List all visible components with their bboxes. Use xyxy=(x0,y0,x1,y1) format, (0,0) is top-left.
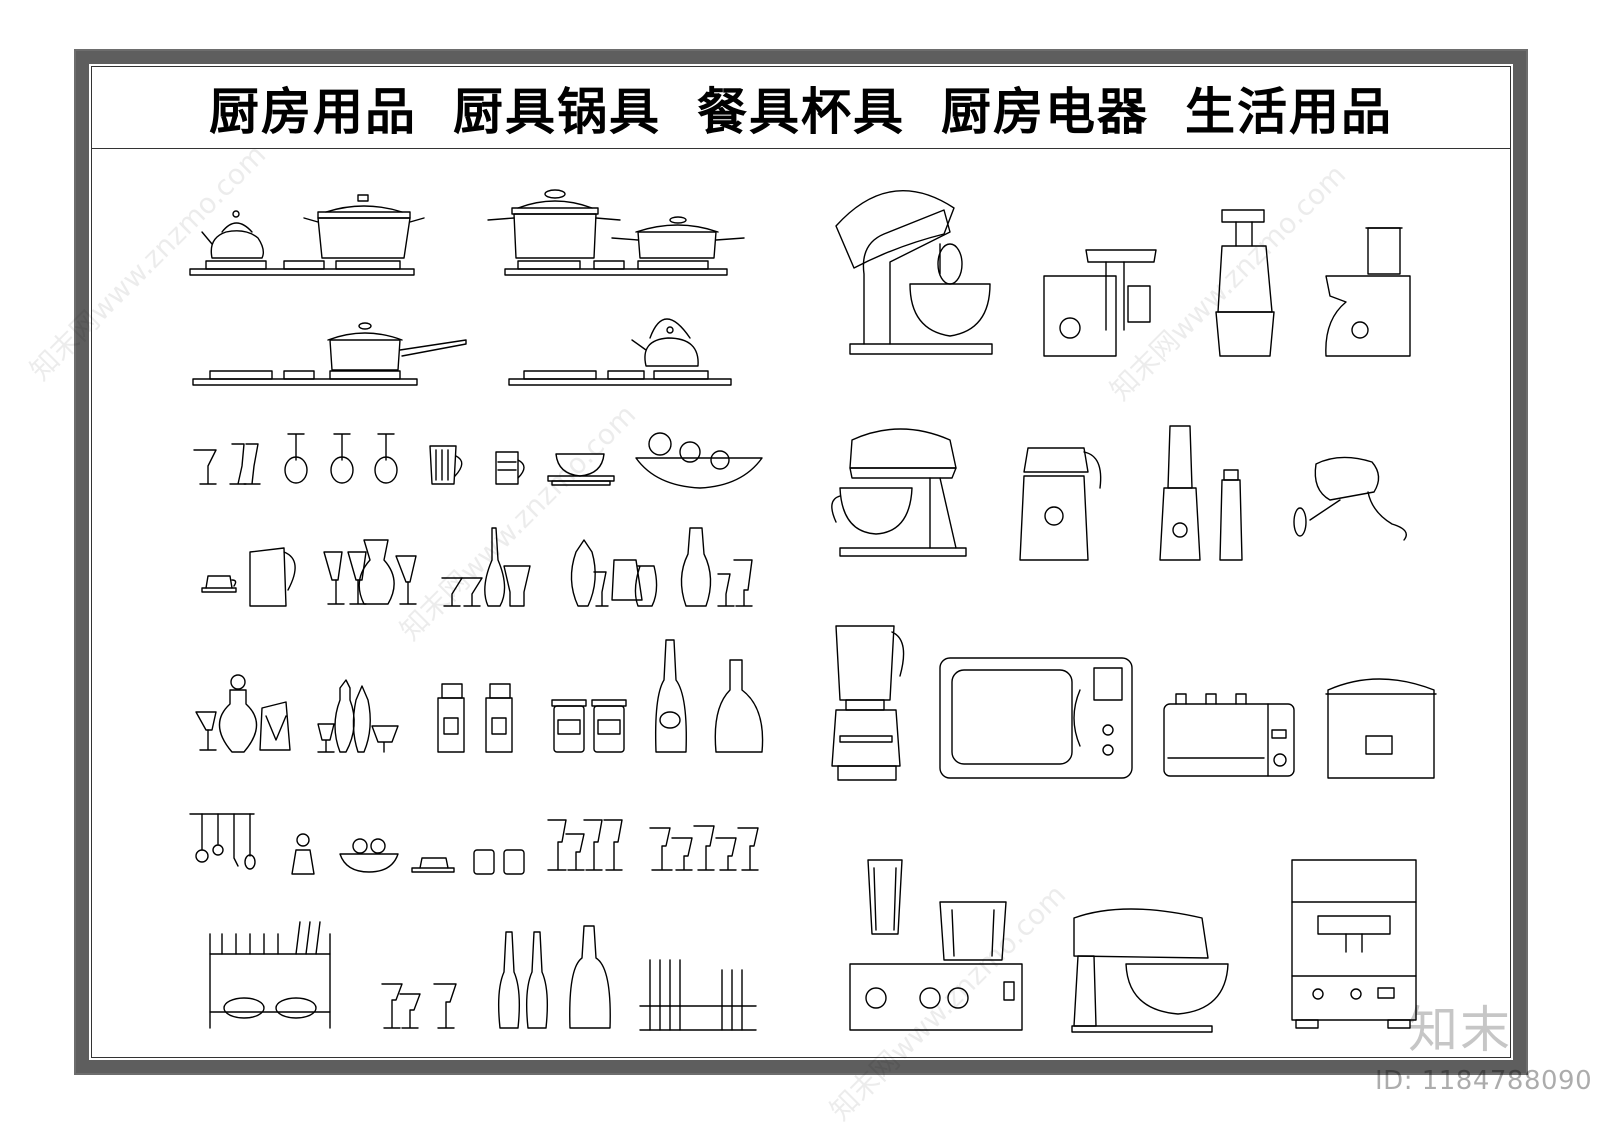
jug-decanter-row-icon xyxy=(201,527,753,607)
title-daily-supplies: 生活用品 xyxy=(1185,82,1393,141)
blender-icon xyxy=(831,625,905,781)
hand-mixer-icon xyxy=(1293,456,1407,541)
title-kitchen-supplies: 厨房用品 xyxy=(209,82,417,141)
meat-grinder-icon xyxy=(1043,249,1157,357)
watermark-id: ID: 1184788090 xyxy=(1375,1066,1593,1096)
bottles-jars-row-icon xyxy=(195,639,764,753)
kitchen-stand-mixer-icon xyxy=(1071,908,1229,1033)
dish-rack-bottles-row-icon xyxy=(209,921,757,1031)
milk-frother-icon xyxy=(1019,447,1102,561)
stand-mixer-icon xyxy=(835,190,993,355)
teapot-stove-icon xyxy=(508,318,732,386)
drawing-frame-border xyxy=(76,51,1526,1073)
rice-cooker-icon xyxy=(1325,678,1437,779)
food-processor-icon xyxy=(1325,227,1411,357)
watermark-logo: 知末 xyxy=(1408,1001,1512,1059)
title-cookware: 厨具锅具 xyxy=(453,82,661,141)
slow-juicer-icon xyxy=(1215,209,1275,357)
drawing-frame-outer xyxy=(74,49,1528,1075)
espresso-machine-icon xyxy=(1291,859,1417,1029)
microwave-icon xyxy=(939,657,1133,779)
title-kitchen-appliances: 厨房电器 xyxy=(941,82,1149,141)
title-bar: 厨房用品 厨具锅具 餐具杯具 厨房电器 生活用品 xyxy=(92,67,1510,149)
drawing-frame-inner xyxy=(91,66,1511,1058)
dual-blender-icon xyxy=(849,859,1023,1031)
wine-glasses-row-1-icon xyxy=(193,432,763,489)
utensils-row-icon xyxy=(189,813,759,875)
toaster-icon xyxy=(1163,693,1295,777)
saucepan-stove-icon xyxy=(192,322,467,386)
double-pot-stove-icon xyxy=(487,189,745,276)
kettle-pot-stove-icon xyxy=(189,194,425,276)
title-tableware: 餐具杯具 xyxy=(697,82,905,141)
personal-blender-icon xyxy=(1159,425,1243,561)
tilt-head-mixer-icon xyxy=(831,428,967,557)
